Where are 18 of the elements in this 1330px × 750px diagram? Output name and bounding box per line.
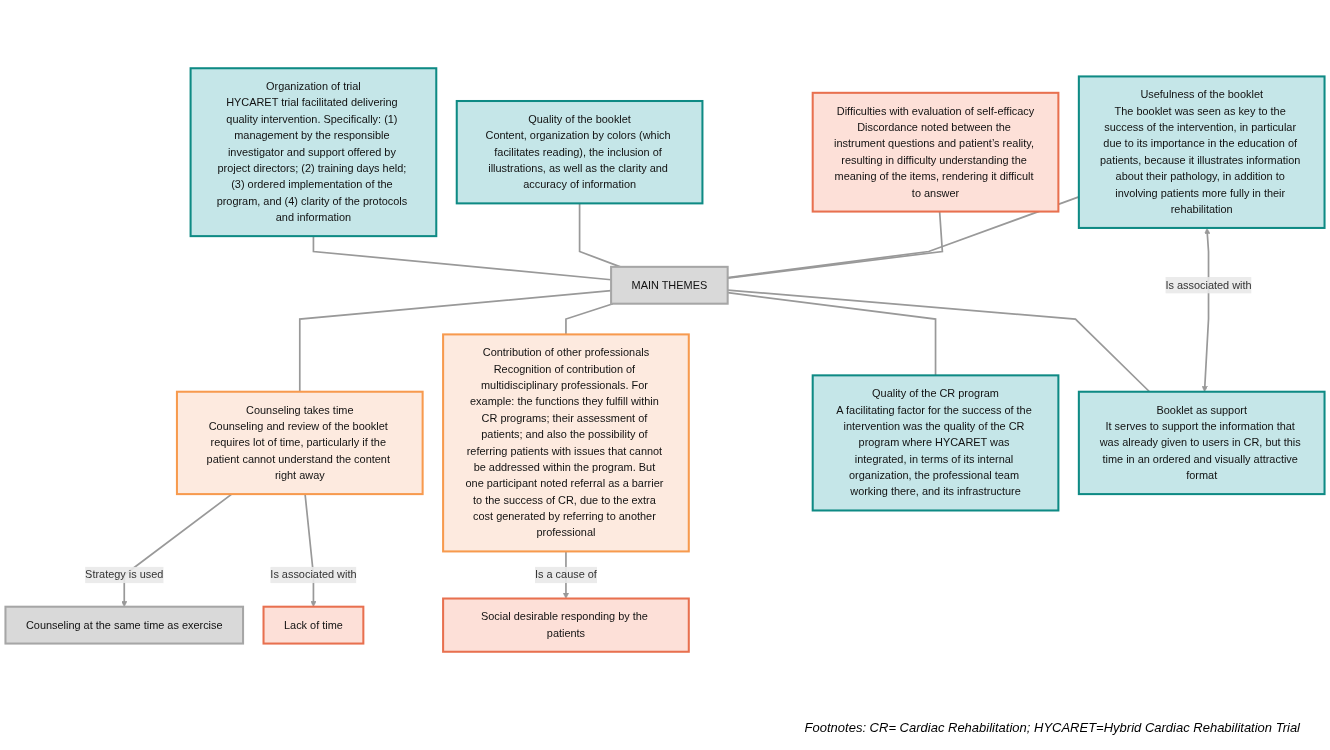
- node-box: Booklet as support It serves to support the information that was already given to users in CR, but this time in an ordered and visually attractive format: [1077, 390, 1326, 496]
- footnote-text: Footnotes: CR= Cardiac Rehabilitation; HYCARET=Hybrid Cardiac Rehabilitation Trial: [804, 720, 1300, 735]
- node-box: Counseling at the same time as exercise: [4, 605, 245, 645]
- node-box: Quality of the CR program A facilitating factor for the success of the intervention was the quality of the CR program where HYCARET was integrated, in terms of its internal organization, the professional team working there, and its infrastructure: [811, 374, 1060, 512]
- node-box: Difficulties with evaluation of self-efficacy Discordance noted between the instrument questions and patient’s reality, resulting in difficulty understanding the meaning of the items, rendering it difficult to answer: [811, 91, 1060, 213]
- node-box: Quality of the booklet Content, organization by colors (which facilitates reading), the inclusion of illustrations, as well as the clarity and accuracy of information: [455, 100, 704, 205]
- node-box: Usefulness of the booklet The booklet was seen as key to the success of the intervention, in particular due to its importance in the education of patients, because it illustrates information about their pathology, in addition to involving patients more fully in their rehabilitation: [1077, 75, 1326, 229]
- edge-label: Is associated with: [270, 568, 357, 581]
- node-box: MAIN THEMES: [610, 265, 729, 305]
- node-box: Contribution of other professionals Recognition of contribution of multidisciplinary professionals. For example: the functions they fulfill within CR programs; their assessment of patients; and also the possibility of referring patients with issues that cannot be addressed within the program. But one participant noted referral as a barrier to the success of CR, due to the extra cost generated by referring to another professional: [442, 333, 690, 553]
- node-box: Social desirable responding by the patients: [442, 597, 690, 653]
- edge-label: Is associated with: [1165, 279, 1252, 291]
- node-box: Counseling takes time Counseling and review of the booklet requires lot of time, particularly if the patient cannot understand the content right away: [175, 390, 424, 496]
- edge-label: Strategy is used: [85, 568, 164, 581]
- edge-label: Is a cause of: [534, 568, 597, 581]
- node-box: Organization of trial HYCARET trial facilitated delivering quality intervention. Specifically: (1) management by the responsible investigator and support offered by project directors; (2) training days held; (3) ordered implementation of the program, and (4) clarity of the protocols and information: [189, 67, 438, 238]
- node-box: Lack of time: [262, 605, 365, 645]
- arrow: [1201, 227, 1211, 392]
